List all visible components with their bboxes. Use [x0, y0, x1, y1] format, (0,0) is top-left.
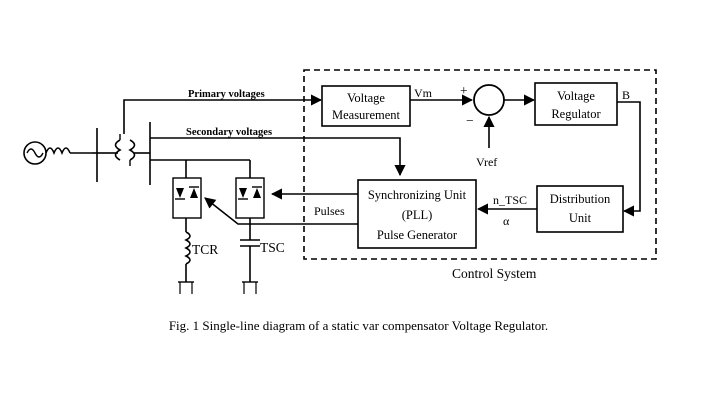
tcr-thyristor-icon — [172, 177, 202, 219]
pulses-label: Pulses — [314, 204, 345, 218]
sync-unit-label-2: (PLL) — [402, 208, 433, 222]
alpha-label: α — [503, 214, 510, 228]
tsc-thyristor-icon — [235, 177, 265, 219]
voltage-measurement-block — [321, 85, 411, 127]
tcr-ground-icon — [178, 281, 194, 294]
n-tsc-label: n_TSC — [493, 193, 527, 207]
vm-label: Vm — [414, 86, 433, 100]
distribution-unit-block — [536, 185, 624, 233]
voltage-measurement-label-2: Measurement — [332, 108, 401, 122]
distribution-unit-label-1: Distribution — [550, 192, 611, 206]
voltage-regulator-block — [534, 82, 618, 126]
b-line — [617, 101, 641, 217]
secondary-voltages-line — [150, 137, 406, 177]
b-label: B — [622, 88, 630, 102]
summing-junction — [473, 84, 505, 116]
secondary-voltages-label: Secondary voltages — [186, 127, 272, 138]
voltage-measurement-label-1: Voltage — [347, 91, 385, 105]
control-system-boundary — [303, 69, 657, 260]
minus-sign: − — [466, 113, 474, 128]
source-inductor-icon — [45, 147, 71, 156]
sync-unit-label-3: Pulse Generator — [377, 228, 458, 242]
tsc-label: TSC — [260, 240, 285, 255]
vref-label: Vref — [476, 155, 497, 169]
figure-caption: Fig. 1 Single-line diagram of a static v… — [168, 318, 549, 333]
primary-voltages-line — [123, 94, 323, 134]
tsc-ground-icon — [242, 281, 258, 294]
primary-voltages-label: Primary voltages — [188, 89, 265, 100]
tsc-capacitor-icon — [240, 239, 260, 247]
transformer-icon — [114, 134, 136, 166]
sync-unit-label-1: Synchronizing Unit — [368, 188, 467, 202]
tcr-reactor-icon — [184, 231, 191, 265]
distribution-unit-label-2: Unit — [569, 211, 592, 225]
ac-source-icon — [23, 141, 47, 165]
control-system-label: Control System — [452, 266, 537, 281]
plus-sign: + — [460, 83, 468, 98]
sync-unit-block — [357, 179, 477, 249]
tcr-label: TCR — [192, 242, 218, 257]
tcr-pulse-line — [204, 197, 358, 225]
voltage-regulator-label-1: Voltage — [557, 89, 595, 103]
voltage-regulator-label-2: Regulator — [551, 107, 601, 121]
